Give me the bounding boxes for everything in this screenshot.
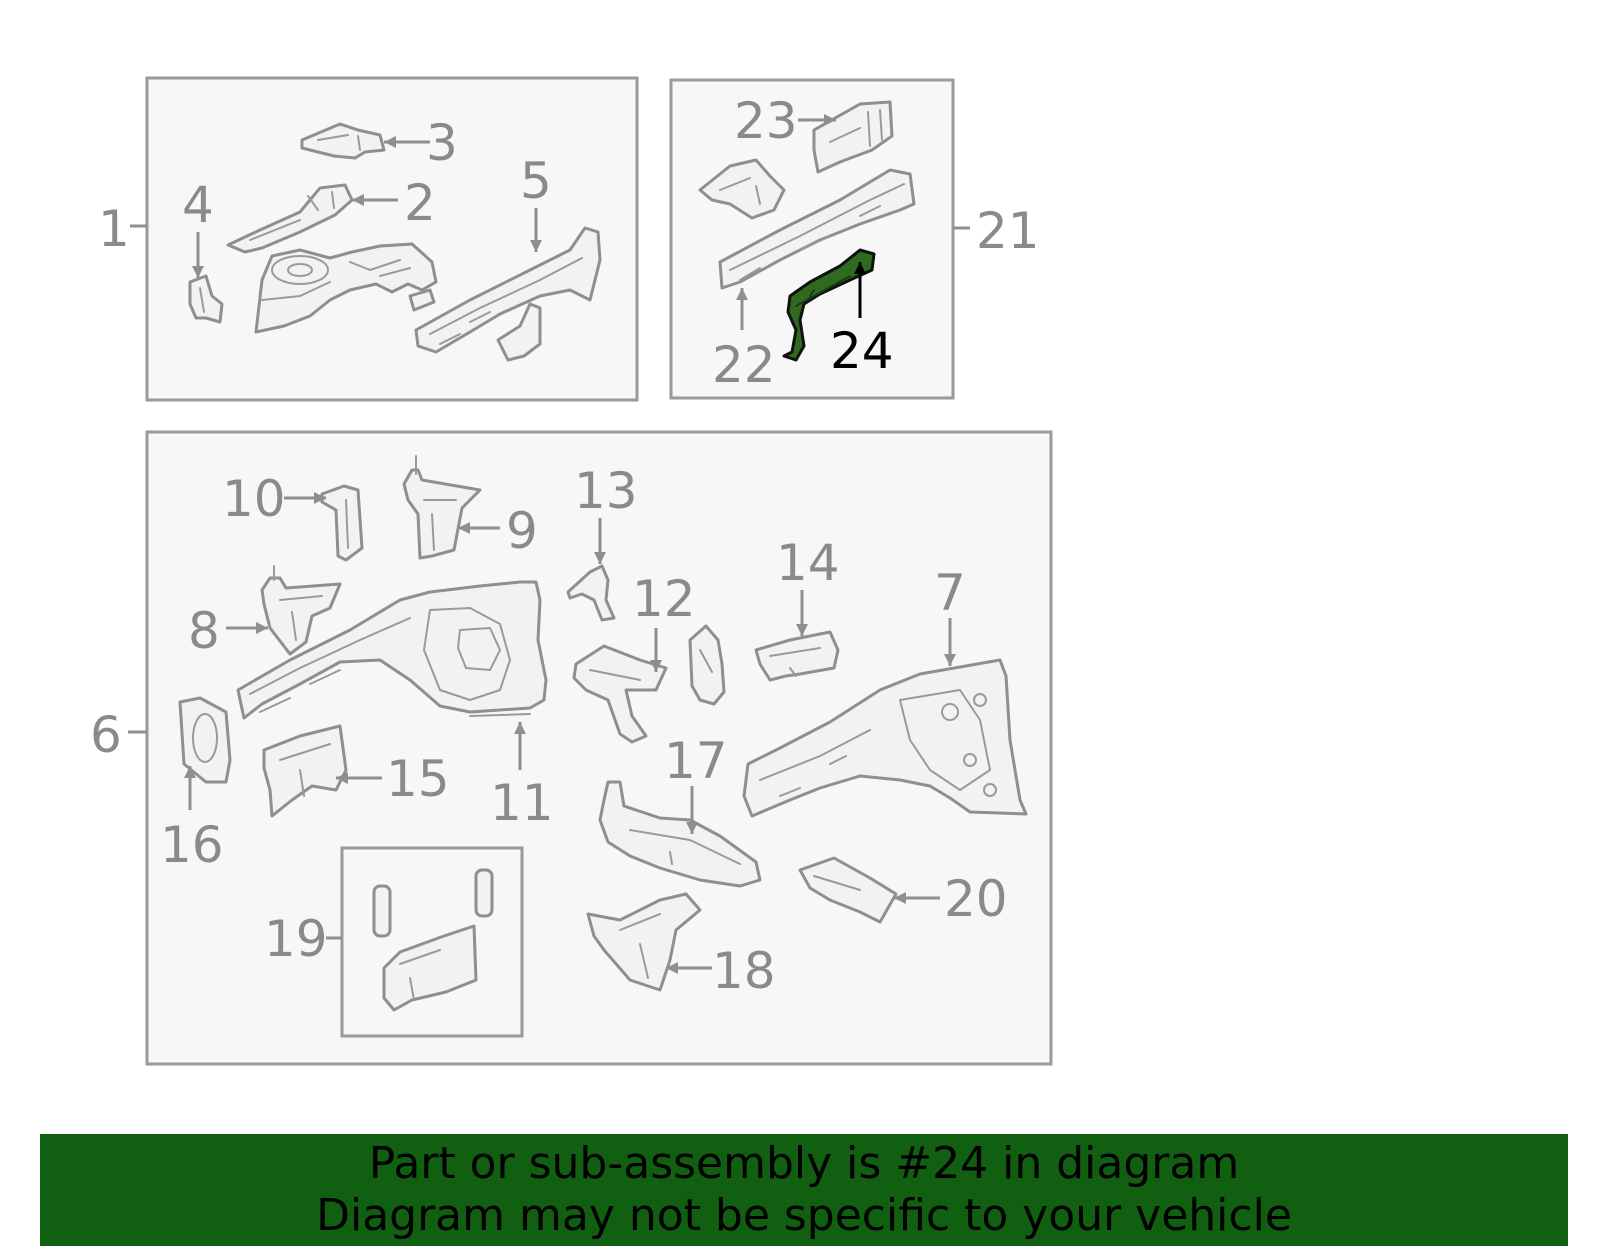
banner-line-1: Part or sub-assembly is #24 in diagram (368, 1138, 1240, 1189)
group-box-1 (145, 76, 639, 402)
callout-1: 1 (98, 200, 130, 258)
callout-21: 21 (976, 202, 1040, 260)
callout-18: 18 (712, 942, 776, 1000)
part-22 (718, 168, 916, 290)
part-3 (300, 122, 386, 160)
callout-10: 10 (222, 470, 286, 528)
callout-8: 8 (188, 602, 220, 660)
part-12 (572, 624, 726, 744)
part-21-bracket (698, 158, 786, 220)
banner-line-2: Diagram may not be specific to your vehi… (316, 1190, 1292, 1241)
part-19 (372, 868, 494, 1012)
part-8 (260, 565, 342, 656)
callout-13: 13 (574, 462, 638, 520)
callout-24: 24 (830, 322, 894, 380)
part-18 (586, 892, 702, 992)
part-16 (178, 696, 232, 784)
part-4 (188, 274, 224, 324)
callout-12: 12 (632, 570, 696, 628)
callout-16: 16 (160, 816, 224, 874)
part-20 (798, 856, 898, 924)
part-5 (414, 226, 602, 362)
arrowhead-24 (854, 262, 866, 274)
callout-9: 9 (506, 502, 538, 560)
callout-17: 17 (664, 732, 728, 790)
callout-5: 5 (520, 152, 552, 210)
part-7 (742, 658, 1028, 818)
callout-2: 2 (404, 174, 436, 232)
info-banner: Part or sub-assembly is #24 in diagram D… (40, 1134, 1568, 1246)
part-11 (236, 580, 548, 720)
callout-4: 4 (182, 176, 214, 234)
part-15 (262, 724, 348, 818)
callout-7: 7 (934, 564, 966, 622)
callout-22: 22 (712, 336, 776, 394)
arrowheads (184, 114, 956, 974)
callout-14: 14 (776, 534, 840, 592)
callout-15: 15 (386, 750, 450, 808)
callout-20: 20 (944, 870, 1008, 928)
part-1-strut-tower (254, 242, 438, 334)
part-13 (566, 564, 616, 622)
part-10 (320, 484, 364, 562)
part-17 (598, 780, 762, 888)
part-24-highlighted (782, 248, 876, 362)
callout-11: 11 (490, 774, 554, 832)
callout-23: 23 (734, 92, 798, 150)
callout-6: 6 (90, 706, 122, 764)
part-14 (754, 630, 840, 682)
callout-19: 19 (264, 910, 328, 968)
callout-3: 3 (426, 114, 458, 172)
